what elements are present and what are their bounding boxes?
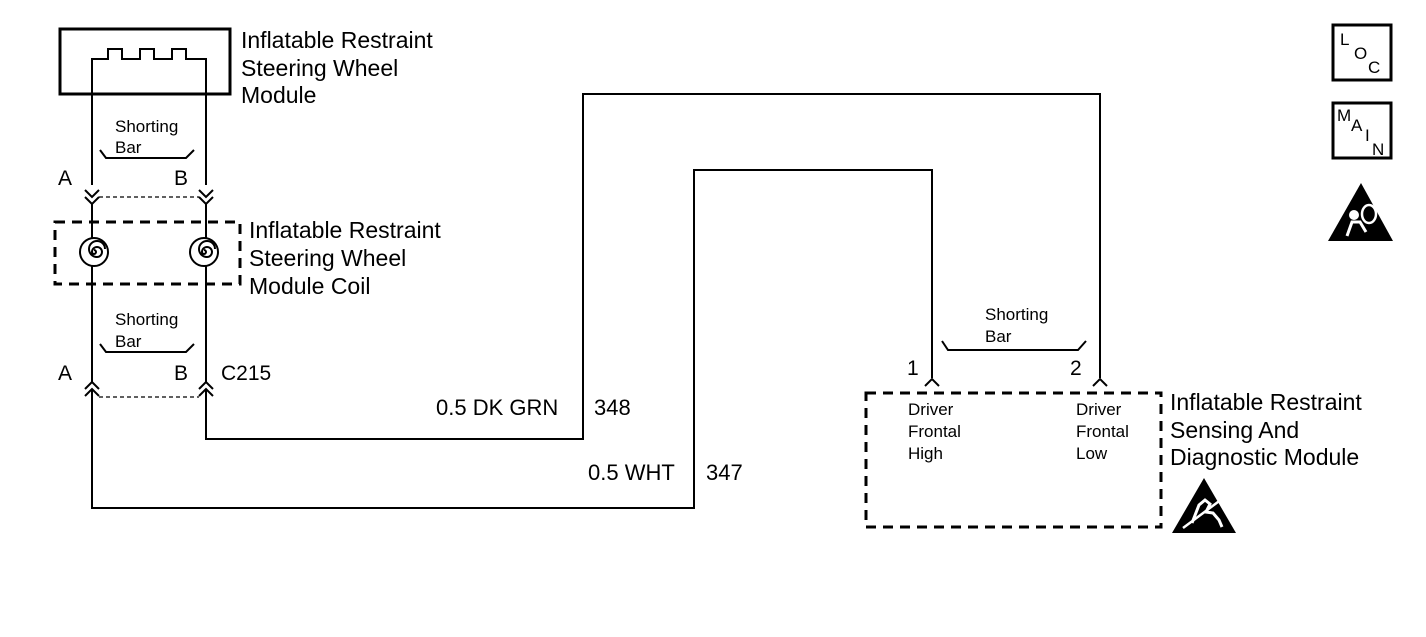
shorting-bar-sdm-label-line2: Bar (985, 327, 1012, 346)
shorting-bar-top (99, 149, 195, 159)
connector-top-a-terminal-icon (84, 189, 100, 206)
airbag-warning-icon[interactable] (1328, 183, 1393, 241)
connector-bottom-pin-b: B (174, 362, 188, 385)
wire-347-gauge-color: 0.5 WHT (588, 460, 675, 485)
coil-label-line1: Inflatable Restraint (249, 217, 441, 243)
wire-348-circuit: 348 (594, 395, 631, 420)
connector-top-b-terminal-icon (198, 189, 214, 206)
clockspring-a-icon (79, 237, 109, 267)
sdm-terminal-low-line2: Frontal (1076, 422, 1129, 441)
connector-top-pin-b: B (174, 167, 188, 190)
sdm-label-line2: Sensing And (1170, 417, 1299, 443)
connector-top-pin-a: A (58, 167, 72, 190)
module-label-line2: Steering Wheel (241, 55, 398, 81)
connector-bottom-pin-a: A (58, 362, 72, 385)
shorting-bar-coil-label-line2: Bar (115, 332, 142, 351)
sdm-terminal-low-line1: Driver (1076, 400, 1122, 419)
sdm-pin-1: 1 (907, 357, 919, 380)
shorting-bar-top-label-line1: Shorting (115, 117, 178, 136)
steering-wheel-module (58, 27, 232, 185)
esd-warning-icon (1172, 478, 1236, 533)
sdm-terminal-high-line1: Driver (908, 400, 954, 419)
sdm-label-line1: Inflatable Restraint (1170, 389, 1362, 415)
sdm-terminal-high-line3: High (908, 444, 943, 463)
sdm-pin-2-terminal-icon (1092, 377, 1108, 387)
module-internal-circuit (91, 48, 207, 185)
wire-348 (205, 93, 1101, 440)
sdm-dashed-box (864, 391, 1163, 529)
shorting-bar-coil-label-line1: Shorting (115, 310, 178, 329)
wire-348-gauge-color: 0.5 DK GRN (436, 395, 558, 420)
coil-label-line3: Module Coil (249, 273, 370, 299)
wire-347 (91, 169, 933, 509)
loc-button[interactable]: L O C (1331, 23, 1393, 82)
main-button[interactable]: M A I N (1331, 101, 1393, 160)
sdm-pin-1-terminal-icon (924, 377, 940, 387)
loc-letter-o: O (1354, 44, 1367, 63)
main-letter-a: A (1351, 116, 1363, 135)
sdm-terminal-low-line3: Low (1076, 444, 1108, 463)
main-letter-m: M (1337, 106, 1351, 125)
loc-letter-l: L (1340, 30, 1349, 49)
module-label-line3: Module (241, 82, 316, 108)
coil-label-line2: Steering Wheel (249, 245, 406, 271)
connector-id: C215 (221, 362, 271, 385)
coil-dashed-box (53, 220, 242, 286)
loc-letter-c: C (1368, 58, 1380, 77)
sdm-terminal-high-line2: Frontal (908, 422, 961, 441)
main-letter-i: I (1365, 126, 1370, 145)
shorting-bar-sdm (941, 340, 1087, 351)
shorting-bar-top-label-line2: Bar (115, 138, 142, 157)
shorting-bar-sdm-label-line1: Shorting (985, 305, 1048, 324)
shorting-bar-coil (99, 343, 195, 353)
module-label-line1: Inflatable Restraint (241, 27, 433, 53)
wire-347-circuit: 347 (706, 460, 743, 485)
module-box (58, 27, 232, 96)
sdm-pin-2: 2 (1070, 357, 1082, 380)
sdm-label-line3: Diagnostic Module (1170, 444, 1359, 470)
main-letter-n: N (1372, 140, 1384, 159)
clockspring-b-icon (189, 237, 219, 267)
